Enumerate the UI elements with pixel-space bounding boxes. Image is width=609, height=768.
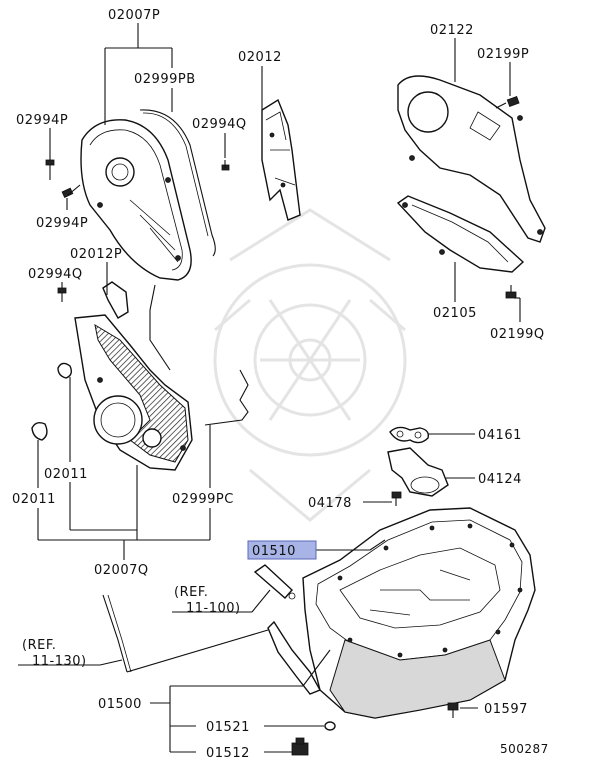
label-02007q[interactable]: 02007Q: [94, 563, 149, 578]
diagram-id: 500287: [500, 742, 549, 756]
label-04161[interactable]: 04161: [478, 428, 522, 443]
label-02999pb[interactable]: 02999PB: [134, 72, 196, 87]
leader-lines: [18, 23, 521, 753]
gasket-strip: [149, 284, 171, 371]
grommet-02011-a: [57, 362, 73, 379]
label-ref-11-130-open[interactable]: (REF.: [22, 638, 56, 653]
timing-belt-cover-inner: [396, 195, 525, 273]
label-04124[interactable]: 04124: [478, 472, 522, 487]
timing-belt-rear-cover: [397, 75, 546, 243]
highlight-box-01510: [247, 540, 317, 560]
label-02011-a[interactable]: 02011: [44, 467, 88, 482]
grommet-02011-b: [31, 421, 48, 441]
bolt-02994p-upper: [45, 159, 55, 180]
bracket-02012: [261, 98, 301, 221]
label-ref-11-100-close[interactable]: 11-100): [186, 601, 241, 616]
gasket-01521: [324, 721, 336, 731]
oil-dipstick-ref-11-130: [102, 594, 128, 673]
label-02199p[interactable]: 02199P: [477, 47, 529, 62]
gasket-04161: [389, 426, 430, 444]
label-01597[interactable]: 01597: [484, 702, 528, 717]
drain-plug-01512: [291, 737, 309, 756]
label-02007p[interactable]: 02007P: [108, 8, 160, 23]
label-04178[interactable]: 04178: [308, 496, 352, 511]
clamp-ref-11-100: [253, 564, 296, 600]
bolt-02199q: [505, 285, 517, 299]
label-01521[interactable]: 01521: [206, 720, 250, 735]
oil-level-guide-tube: [267, 620, 321, 695]
label-02122[interactable]: 02122: [430, 23, 474, 38]
label-01512[interactable]: 01512: [206, 746, 250, 761]
label-01500[interactable]: 01500: [98, 697, 142, 712]
gasket-02999pb: [139, 109, 216, 257]
part-labels: 02007P 02999PB 02994P 02994Q 02994P 0201…: [12, 8, 549, 761]
label-02012[interactable]: 02012: [238, 50, 282, 65]
oil-pan: [302, 507, 536, 719]
bolt-04178: [391, 491, 402, 506]
label-02999pc[interactable]: 02999PC: [172, 492, 234, 507]
label-01510[interactable]: 01510: [252, 544, 296, 559]
label-02994p-top[interactable]: 02994P: [16, 113, 68, 128]
label-02199q[interactable]: 02199Q: [490, 327, 545, 342]
bolt-02199p: [495, 95, 520, 109]
bolt-02994q-lower: [57, 287, 67, 302]
label-02012p[interactable]: 02012P: [70, 247, 122, 262]
bolt-02994q-upper: [221, 160, 230, 171]
label-02994q-top[interactable]: 02994Q: [192, 117, 247, 132]
label-ref-11-130-close[interactable]: 11-130): [32, 654, 87, 669]
timing-belt-cover-lower: [74, 314, 193, 471]
label-ref-11-100-open[interactable]: (REF.: [174, 585, 208, 600]
bolt-02994p-lower: [61, 184, 81, 198]
oil-strainer-04124: [387, 447, 449, 497]
label-02994q-low[interactable]: 02994Q: [28, 267, 83, 282]
label-02011-b[interactable]: 02011: [12, 492, 56, 507]
bolt-01597: [447, 702, 459, 718]
label-02105[interactable]: 02105: [433, 306, 477, 321]
timing-belt-cover-upper: [80, 119, 192, 281]
label-02994p-low[interactable]: 02994P: [36, 216, 88, 231]
bracket-02012p: [102, 281, 129, 319]
watermark-emblem: [213, 208, 407, 522]
gasket-02999pc: [204, 369, 249, 426]
